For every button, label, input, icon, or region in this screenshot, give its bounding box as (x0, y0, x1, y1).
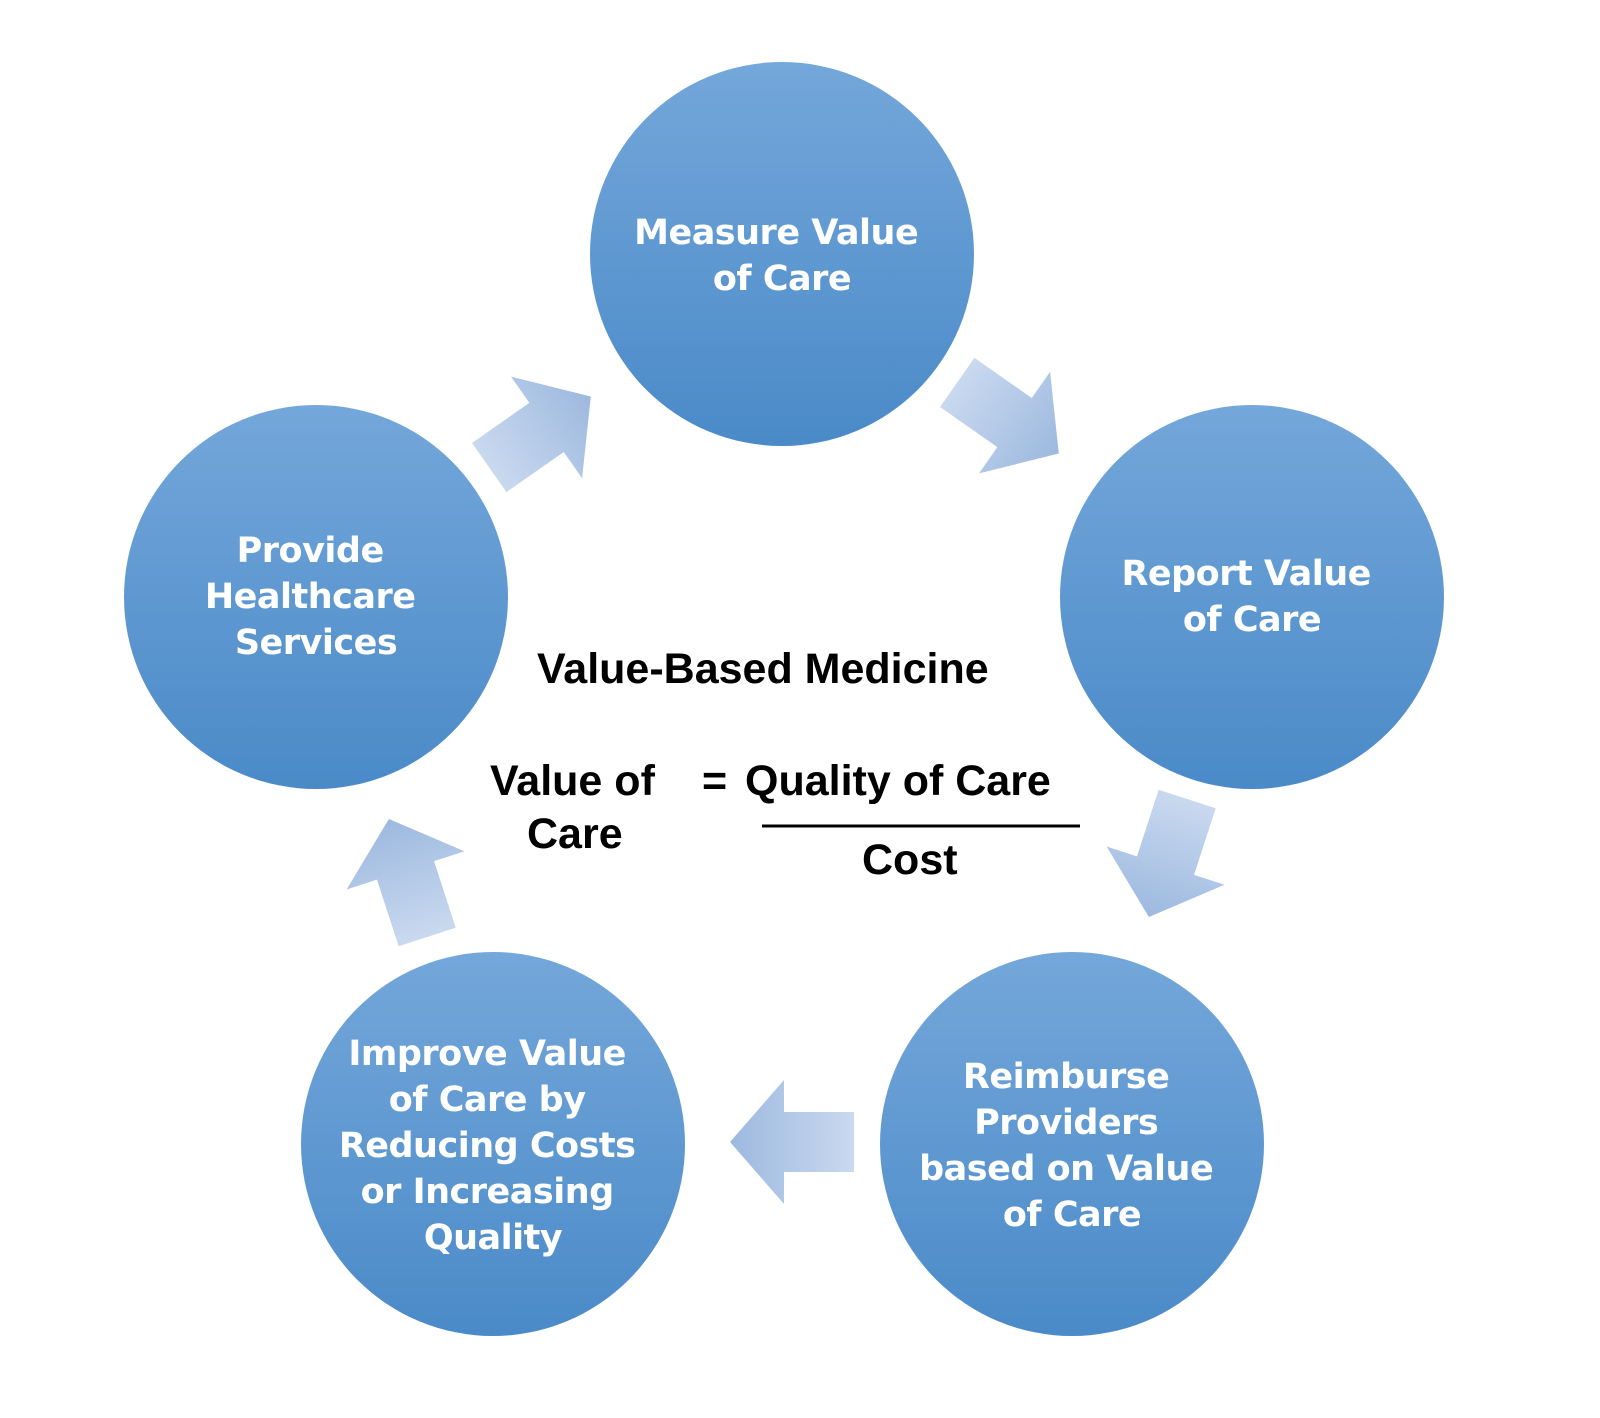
node-label-line: Provide (237, 531, 384, 571)
node-label: Reimburse Providers based on Value of Ca… (919, 1057, 1225, 1235)
node-label-line: of Care (713, 259, 851, 299)
formula-lhs-line-1: Value of (490, 757, 656, 805)
node-label-line: Measure Value (634, 213, 918, 253)
diagram-title: Value-Based Medicine (537, 645, 989, 693)
node-reimburse-providers: Reimburse Providers based on Value of Ca… (880, 952, 1264, 1336)
node-label-line: Report Value (1121, 554, 1370, 594)
node-label-line: Providers (974, 1103, 1158, 1143)
arrow-reimburse-to-improve (730, 1080, 854, 1204)
node-circle (1060, 405, 1444, 789)
cycle-nodes: Measure Value of Care Report Value of Ca… (124, 62, 1444, 1336)
node-label-line: Reimburse (963, 1057, 1169, 1097)
node-label-line: of Care by (389, 1080, 586, 1120)
formula-equals-sign: = (702, 757, 727, 805)
arrow-report-to-reimburse (1106, 789, 1225, 917)
formula-denominator: Cost (862, 836, 958, 884)
cycle-arrows (346, 357, 1225, 1204)
node-provide-healthcare: Provide Healthcare Services (124, 405, 508, 789)
node-circle (590, 62, 974, 446)
node-label: Provide Healthcare Services (205, 531, 427, 663)
node-measure-value: Measure Value of Care (590, 62, 974, 446)
node-label-line: Quality (424, 1218, 563, 1258)
node-label-line: or Increasing (361, 1172, 614, 1212)
node-label-line: Healthcare (205, 577, 416, 617)
arrow-measure-to-report (940, 357, 1059, 474)
node-label-line: Improve Value (348, 1034, 626, 1074)
node-improve-value: Improve Value of Care by Reducing Costs … (301, 952, 685, 1336)
node-label-line: Services (235, 623, 397, 663)
node-report-value: Report Value of Care (1060, 405, 1444, 789)
arrow-improve-to-provide (346, 819, 465, 947)
node-label: Improve Value of Care by Reducing Costs … (339, 1034, 647, 1258)
node-circle (124, 405, 508, 789)
node-circle (301, 952, 685, 1336)
node-label-line: based on Value (919, 1149, 1213, 1189)
node-label: Report Value of Care (1121, 554, 1382, 640)
node-label-line: of Care (1003, 1195, 1141, 1235)
center-content: Value-Based Medicine Value of Care = Qua… (490, 645, 1080, 884)
formula-numerator: Quality of Care (745, 757, 1051, 805)
node-label: Measure Value of Care (634, 213, 930, 299)
node-label-line: Reducing Costs (339, 1126, 636, 1166)
formula-lhs-line-2: Care (527, 810, 623, 858)
arrow-provide-to-measure (472, 376, 591, 493)
node-label-line: of Care (1183, 600, 1321, 640)
node-circle (880, 952, 1264, 1336)
